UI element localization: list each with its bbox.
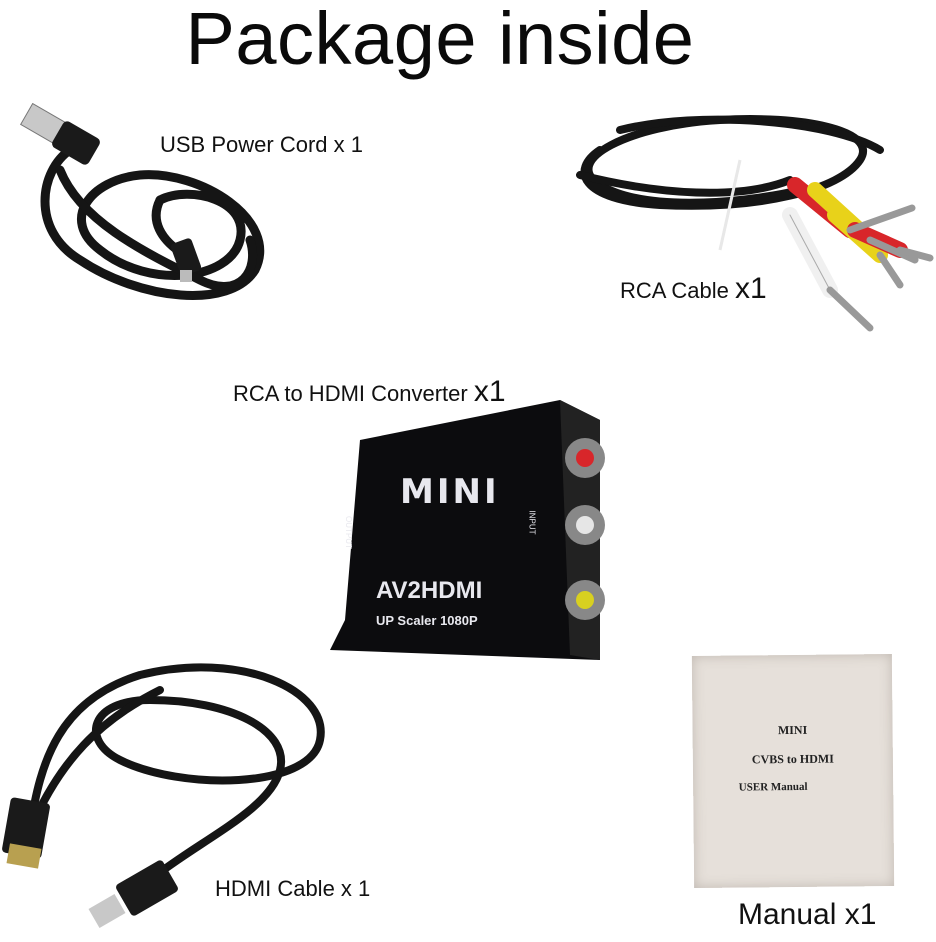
converter-label: RCA to HDMI Converter x1 <box>233 375 506 409</box>
converter-qty: x1 <box>473 375 506 408</box>
manual-label: Manual x1 <box>738 898 877 931</box>
converter-label-text: RCA to HDMI Converter <box>233 381 474 406</box>
usb-power-cord-label: USB Power Cord x 1 <box>160 132 363 157</box>
converter-output-label: OUTPUT <box>343 516 353 549</box>
page-title: Package inside <box>185 0 695 80</box>
manual-line-3: USER Manual <box>738 780 808 794</box>
converter-input-label: INPUT <box>527 510 537 535</box>
manual-line-1: MINI <box>777 722 808 738</box>
converter-model: AV2HDMI <box>376 577 483 604</box>
hdmi-cable-label: HDMI Cable x 1 <box>215 876 371 901</box>
rca-cable-label: RCA Cable x1 <box>620 272 767 306</box>
rca-cable-qty: x1 <box>734 272 767 305</box>
user-manual-image: MINI CVBS to HDMI USER Manual <box>691 653 895 889</box>
manual-line-2: CVBS to HDMI <box>751 751 834 767</box>
converter-brand: MINI <box>400 472 500 512</box>
rca-cable-label-text: RCA Cable <box>620 278 735 303</box>
converter-subtitle: UP Scaler 1080P <box>376 613 478 628</box>
